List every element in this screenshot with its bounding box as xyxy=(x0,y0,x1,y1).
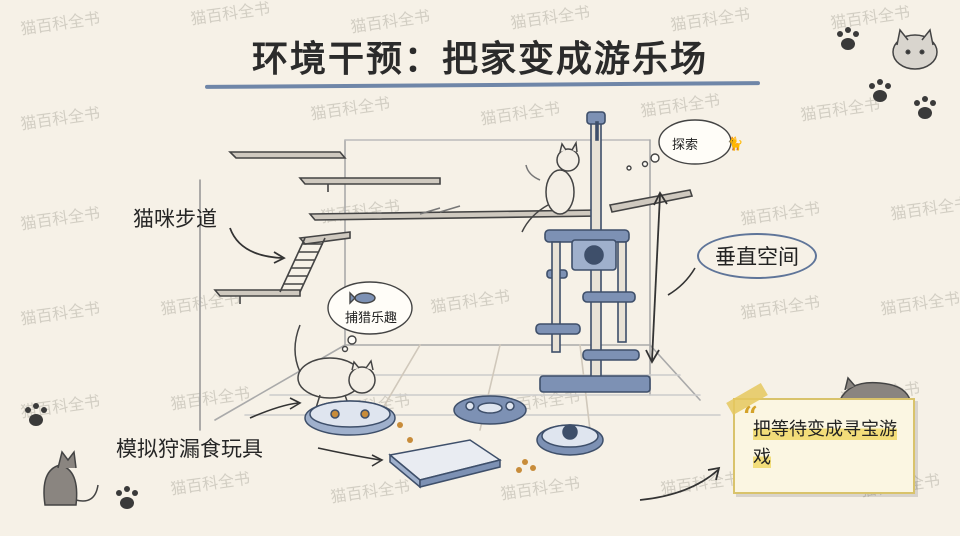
explore-bubble-text: 探索 xyxy=(672,138,699,153)
explore-thought-bubble xyxy=(626,119,732,171)
sitting-cat-icon xyxy=(43,450,99,506)
note-text: 把等待变成寻宝游戏 xyxy=(753,419,897,468)
hunting-thought-bubble xyxy=(327,281,413,353)
hunting-cat xyxy=(294,324,376,411)
vertical-space-label: 垂直空间 xyxy=(697,233,817,279)
page-title: 环境干预：把家变成游乐场 xyxy=(251,39,708,80)
paw-print-icon xyxy=(25,27,936,509)
lying-cat-icon xyxy=(838,376,912,401)
cat-tree xyxy=(535,111,651,393)
cat-face-icon xyxy=(892,28,938,70)
climbing-cat xyxy=(521,140,580,233)
puzzle-feeders xyxy=(304,395,604,489)
cat-walkway-label: 猫咪步道 xyxy=(133,207,217,231)
puzzle-feeder-label: 模拟狩漏食玩具 xyxy=(116,437,263,461)
svg-text:🐈: 🐈 xyxy=(727,136,743,152)
cat-walkway xyxy=(213,151,694,304)
hunting-bubble-text: 捕猎乐趣 xyxy=(345,311,398,326)
sticky-note: “ 把等待变成寻宝游戏 xyxy=(726,382,915,494)
